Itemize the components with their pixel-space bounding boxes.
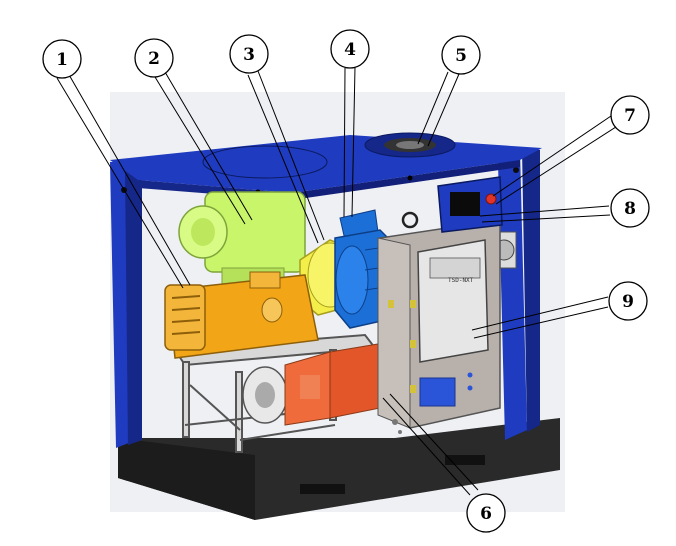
hmi-screen — [450, 192, 480, 216]
emergency-stop-button — [485, 193, 497, 205]
roof-canopy — [110, 132, 542, 200]
callout-8: 8 — [610, 188, 650, 228]
svg-text:3: 3 — [243, 45, 255, 65]
inverter-label: TSD-NXT — [448, 277, 474, 284]
svg-text:9: 9 — [622, 292, 634, 312]
vacuum-pump-assembly — [242, 343, 381, 426]
callout-1: 1 — [42, 39, 82, 79]
svg-text:7: 7 — [624, 106, 636, 126]
svg-text:8: 8 — [624, 199, 636, 219]
base-skid — [118, 418, 560, 520]
svg-text:5: 5 — [455, 46, 467, 66]
callout-5: 5 — [441, 35, 481, 75]
svg-text:2: 2 — [148, 49, 160, 69]
frame-posts — [110, 148, 540, 448]
callout-6: 6 — [466, 493, 506, 533]
callout-3: 3 — [229, 34, 269, 74]
callout-7: 7 — [610, 95, 650, 135]
callout-2: 2 — [134, 38, 174, 78]
svg-text:1: 1 — [56, 50, 68, 70]
inverter-box: TSD-NXT — [417, 239, 489, 363]
hmi-control-panel — [437, 176, 503, 233]
callout-4: 4 — [330, 29, 370, 69]
roots-blower — [164, 271, 319, 359]
svg-text:6: 6 — [480, 504, 492, 524]
leader-lines — [56, 66, 620, 496]
callout-9: 9 — [608, 281, 648, 321]
svg-text:4: 4 — [344, 40, 356, 60]
